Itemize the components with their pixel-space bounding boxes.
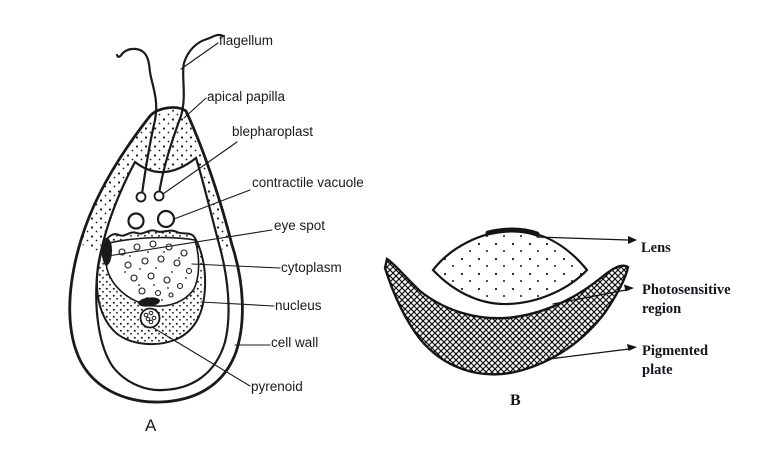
leader-cytoplasm — [191, 263, 281, 269]
label-contractile-vacuole: contractile vacuole — [252, 175, 364, 190]
contractile-vacuole-left — [127, 212, 145, 230]
contractile-vacuole-right — [156, 209, 176, 229]
pigmented-plate-crescent — [383, 257, 630, 376]
cell-wall-stippled-band — [80, 108, 231, 252]
cell-wall-outline — [68, 106, 244, 404]
arrowhead-photosensitive — [624, 284, 634, 292]
blepharoplast-left — [135, 191, 147, 203]
label-apical-papilla: apical papilla — [207, 89, 286, 104]
panel-a-leader-lines — [107, 42, 281, 387]
nucleus-granules — [118, 240, 193, 298]
pyrenoid-granules — [143, 310, 157, 325]
panel-b-letter: B — [510, 392, 521, 409]
leader-blepharoplast — [162, 141, 238, 195]
leader-pigmented — [548, 348, 630, 360]
flagellum-left — [115, 47, 158, 196]
label-pyrenoid: pyrenoid — [251, 379, 303, 394]
panel-b-leader-arrows — [536, 236, 637, 360]
label-nucleus: nucleus — [275, 298, 322, 313]
leader-lens — [536, 236, 629, 241]
nucleolus-dark-body — [138, 297, 160, 307]
leader-flagellum — [180, 42, 219, 70]
label-blepharoplast: blepharoplast — [232, 124, 314, 139]
label-photosensitive-region: Photosensitive region — [642, 282, 731, 317]
arrowhead-lens — [628, 236, 637, 244]
label-pigmented-plate: Pigmented plate — [642, 343, 709, 378]
cell-diagram — [68, 33, 281, 404]
label-cell-wall: cell wall — [271, 335, 319, 350]
cell-membrane-outline — [95, 156, 230, 392]
leader-photosensitive — [552, 289, 627, 305]
leader-nucleus — [200, 301, 275, 307]
panel-a-letter: A — [145, 416, 157, 435]
label-flagellum: flagellum — [219, 33, 274, 48]
eyespot-diagram — [383, 227, 637, 376]
leader-apical-papilla — [183, 97, 207, 119]
flagellum-right — [157, 33, 225, 196]
lens-top-thick-edge — [485, 227, 540, 237]
eye-spot-patch — [101, 237, 112, 266]
label-eye-spot: eye spot — [274, 218, 326, 233]
leader-pyrenoid — [151, 326, 251, 387]
leader-eye-spot — [107, 229, 273, 257]
nucleus-outline — [105, 236, 200, 307]
leader-contractile-vacuole — [173, 189, 251, 220]
label-cytoplasm: cytoplasm — [281, 260, 342, 275]
lens-stipple — [433, 230, 587, 305]
label-lens: Lens — [641, 240, 671, 256]
arrowhead-pigmented — [627, 344, 637, 351]
blepharoplast-right — [153, 190, 165, 202]
